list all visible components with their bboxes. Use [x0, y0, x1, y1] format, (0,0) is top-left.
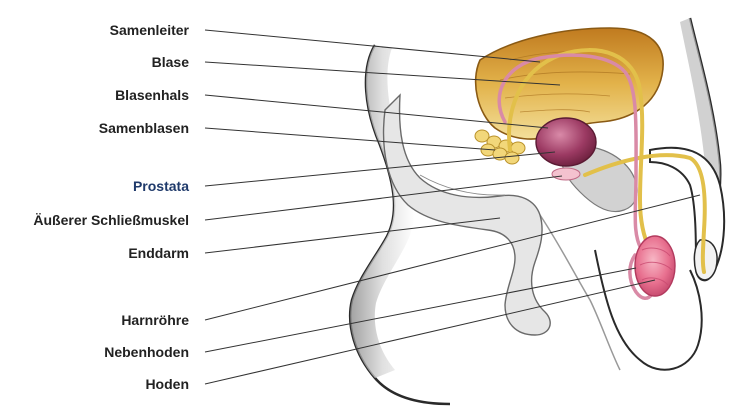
label-harnroehre: Harnröhre — [121, 312, 189, 328]
glans-shape — [694, 240, 717, 280]
label-prostata: Prostata — [133, 178, 189, 194]
label-blasenhals: Blasenhals — [115, 87, 189, 103]
leader-line-enddarm — [205, 218, 500, 253]
label-hoden: Hoden — [145, 376, 189, 392]
leader-line-samenblasen — [205, 128, 495, 150]
label-samenblasen: Samenblasen — [99, 120, 189, 136]
leader-line-prostata — [205, 152, 555, 186]
leader-line-hoden — [205, 280, 655, 384]
sphincter-shape — [552, 168, 580, 180]
perineum-outline — [540, 215, 620, 370]
body-back-shading — [350, 45, 415, 378]
label-enddarm: Enddarm — [128, 245, 189, 261]
testis-shape — [635, 236, 675, 296]
label-samenleiter: Samenleiter — [110, 22, 189, 38]
label-schliessmuskel: Äußerer Schließmuskel — [33, 212, 189, 228]
label-nebenhoden: Nebenhoden — [104, 344, 189, 360]
leader-line-nebenhoden — [205, 268, 636, 352]
prostate-shape — [536, 118, 596, 166]
label-blase: Blase — [152, 54, 189, 70]
